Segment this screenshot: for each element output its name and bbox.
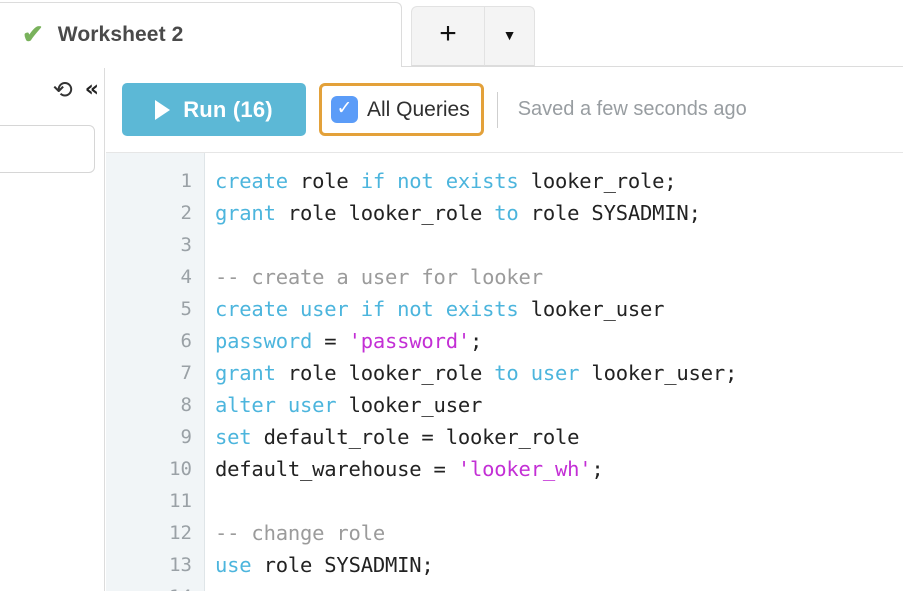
search-input[interactable] (0, 126, 94, 172)
code-token-kw: grant (215, 361, 276, 385)
code-line: use role SYSADMIN; (215, 549, 903, 581)
code-token-kw: create user if not exists (215, 297, 519, 321)
tab-bar: ✔ Worksheet 2 + ▼ (0, 0, 903, 68)
collapse-panel-icon[interactable]: « (84, 77, 99, 102)
checkbox-box[interactable]: ✓ (331, 96, 358, 123)
code-line (215, 581, 903, 591)
code-line (215, 229, 903, 261)
code-token-pln: default_role = looker_role (251, 425, 580, 449)
chevron-down-icon[interactable]: ▼ (485, 6, 535, 66)
code-token-kw: alter user (215, 393, 337, 417)
line-number: 10 (169, 458, 192, 480)
code-token-kw: grant (215, 201, 276, 225)
tab-title: Worksheet 2 (57, 23, 184, 46)
tab-worksheet-2[interactable]: ✔ Worksheet 2 (0, 2, 402, 68)
code-token-pln: role (287, 169, 361, 193)
line-number-gutter: 1234567891011121314 (106, 153, 205, 591)
new-worksheet-group: + ▼ (411, 6, 535, 66)
code-token-pln: ; (591, 457, 604, 481)
code-token-cmt: -- change role (215, 521, 385, 545)
code-token-pln: ; (470, 329, 483, 353)
code-token-kw: to (494, 201, 519, 225)
all-queries-checkbox[interactable]: ✓ All Queries (319, 83, 484, 136)
refresh-icon[interactable]: ⟳ (52, 76, 73, 104)
code-token-kw: create (215, 169, 288, 193)
line-number: 6 (180, 330, 192, 352)
code-token-kw: to user (494, 361, 580, 385)
code-token-kw: if not exists (360, 169, 519, 193)
code-token-pln: role looker_role (275, 201, 495, 225)
line-number: 2 (180, 202, 192, 224)
checkmark-icon: ✓ (336, 98, 353, 119)
code-line: default_warehouse = 'looker_wh'; (215, 453, 903, 485)
code-line: grant role looker_role to role SYSADMIN; (215, 197, 903, 229)
code-line (215, 485, 903, 517)
code-line: -- create a user for looker (215, 261, 903, 293)
line-number-list: 1234567891011121314 (106, 153, 204, 591)
code-line: -- change role (215, 517, 903, 549)
run-button[interactable]: Run (16) (122, 83, 306, 136)
line-number: 13 (169, 554, 192, 576)
line-number: 5 (180, 298, 192, 320)
search-input-wrapper[interactable] (0, 125, 95, 173)
code-token-kw: set (215, 425, 252, 449)
line-number: 14 (106, 581, 204, 591)
code-line: alter user looker_user (215, 389, 903, 421)
code-token-str: 'looker_wh' (457, 457, 592, 481)
left-panel: ⟳ « (0, 67, 105, 591)
code-token-kw: use (215, 553, 252, 577)
line-number: 3 (180, 234, 192, 256)
code-token-pln: role SYSADMIN; (518, 201, 701, 225)
code-token-str: 'password' (348, 329, 471, 353)
add-worksheet-button[interactable]: + (411, 6, 485, 66)
code-line: set default_role = looker_role (215, 421, 903, 453)
tab-bar-baseline (0, 66, 903, 67)
code-line: grant role looker_role to user looker_us… (215, 357, 903, 389)
line-number: 8 (180, 394, 192, 416)
code-token-pln: looker_role; (518, 169, 677, 193)
sql-editor[interactable]: 1234567891011121314 create role if not e… (106, 152, 903, 591)
run-button-label: Run (16) (183, 96, 273, 122)
left-panel-actions: ⟳ « (52, 76, 99, 104)
line-number: 11 (169, 490, 192, 512)
code-token-pln: default_warehouse = (215, 457, 458, 481)
line-number: 9 (180, 426, 192, 448)
code-token-pln: role looker_role (275, 361, 495, 385)
code-token-pln: = (312, 329, 349, 353)
code-token-pln: looker_user; (579, 361, 738, 385)
all-queries-label: All Queries (367, 97, 470, 121)
code-line: create role if not exists looker_role; (215, 165, 903, 197)
code-token-pln: role SYSADMIN; (251, 553, 434, 577)
play-icon (155, 99, 171, 120)
line-number: 4 (180, 266, 192, 288)
code-line: create user if not exists looker_user (215, 293, 903, 325)
editor-toolbar: Run (16) ✓ All Queries Saved a few secon… (106, 67, 903, 152)
code-token-cmt: -- create a user for looker (215, 265, 543, 289)
saved-status-text: Saved a few seconds ago (517, 98, 747, 120)
code-area[interactable]: create role if not exists looker_role;gr… (206, 153, 903, 591)
code-line: password = 'password'; (215, 325, 903, 357)
line-number: 7 (180, 362, 192, 384)
code-token-pln: looker_user (336, 393, 483, 417)
check-icon: ✔ (22, 18, 44, 49)
line-number: 12 (169, 522, 192, 544)
line-number: 1 (180, 170, 192, 192)
code-token-pln: looker_user (518, 297, 665, 321)
toolbar-divider (496, 91, 498, 128)
code-token-kw: password (215, 329, 313, 353)
